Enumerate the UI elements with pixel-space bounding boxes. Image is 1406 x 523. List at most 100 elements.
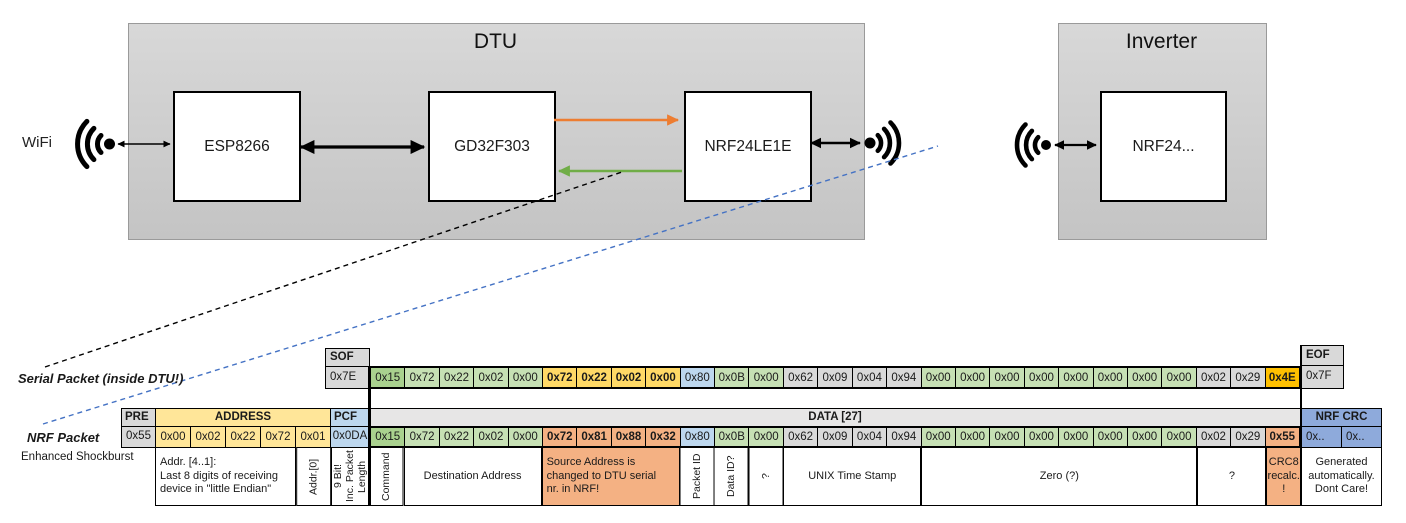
byte-cell: 0x80	[680, 368, 716, 387]
byte-cell: 0x00	[508, 428, 544, 446]
byte-cell: 0x00	[749, 368, 784, 387]
byte-cell: 0x00	[1127, 368, 1163, 387]
byte-cell: 0x62	[783, 368, 819, 387]
chip-inverter-nrf24: NRF24...	[1100, 91, 1227, 202]
byte-cell: 0x29	[1231, 368, 1266, 387]
field-annotation: UNIX Time Stamp	[783, 447, 922, 506]
address-byte-cell: 0x02	[191, 427, 226, 447]
byte-cell: 0x29	[1231, 428, 1266, 446]
pre-value: 0x55	[121, 426, 156, 448]
field-annotation: 9 Bit! Inc. Packet Length	[331, 447, 369, 506]
byte-cell: 0x81	[577, 428, 612, 446]
eof-header: EOF	[1301, 345, 1344, 366]
byte-cell: 0x00	[1024, 368, 1060, 387]
byte-cell: 0x02	[474, 368, 509, 387]
byte-cell: 0x04	[852, 368, 888, 387]
serial-packet-label: Serial Packet (inside DTU!)	[18, 371, 184, 386]
chip-nrf24le1e: NRF24LE1E	[684, 91, 812, 202]
byte-cell: 0x00	[921, 368, 956, 387]
byte-cell: 0x32	[646, 428, 681, 446]
byte-cell: 0x00	[1162, 428, 1197, 446]
byte-cell: 0x72	[543, 428, 578, 446]
byte-cell: 0x72	[543, 368, 578, 387]
sof-value: 0x7E	[325, 366, 370, 389]
crc-byte-cell: 0x..	[1342, 427, 1381, 447]
byte-cell: 0x00	[646, 368, 681, 387]
dtu-title: DTU	[473, 30, 518, 53]
eof-value: 0x7F	[1301, 365, 1344, 389]
chip-gd32f303: GD32F303	[428, 91, 556, 202]
byte-cell: 0x00	[1127, 428, 1163, 446]
byte-cell: 0x02	[1196, 428, 1232, 446]
byte-cell: 0x00	[1162, 368, 1197, 387]
wifi-dot-dtu	[864, 137, 876, 149]
address-byte-cell: 0x72	[261, 427, 296, 447]
pcf-value: 0x0DA	[330, 426, 370, 448]
field-annotation: Generated automatically. Dont Care!	[1301, 447, 1382, 506]
data-header: DATA [27]	[369, 408, 1301, 427]
nrf-crc-row: 0x..0x..	[1301, 426, 1382, 448]
byte-cell: 0x72	[405, 428, 440, 446]
field-annotation: Addr. [4..1]: Last 8 digits of receiving…	[155, 447, 296, 506]
byte-cell: 0x02	[474, 428, 509, 446]
field-annotation: Destination Address	[403, 447, 542, 506]
byte-cell: 0x72	[405, 368, 440, 387]
byte-cell: 0x4E	[1265, 368, 1299, 387]
byte-cell: 0x22	[577, 368, 612, 387]
byte-cell: 0x00	[921, 428, 956, 446]
byte-cell: 0x00	[1093, 368, 1128, 387]
enhanced-shockburst-label: Enhanced Shockburst	[21, 451, 134, 463]
sof-header: SOF	[325, 348, 370, 367]
byte-cell: 0x0B	[715, 428, 750, 446]
field-annotation: ?	[748, 447, 784, 506]
byte-cell: 0x88	[611, 428, 647, 446]
pre-header: PRE	[121, 408, 156, 427]
field-annotation: Packet ID	[679, 447, 715, 506]
field-annotation: Addr.[0]	[295, 447, 331, 506]
field-annotation: Source Address is changed to DTU serial …	[541, 447, 680, 506]
field-annotation: Data ID?	[714, 447, 749, 506]
data-region-right-border	[1299, 345, 1302, 506]
byte-cell: 0x02	[611, 368, 647, 387]
byte-cell: 0x15	[371, 368, 406, 387]
nrf-packet-label: NRF Packet	[27, 430, 100, 445]
byte-cell: 0x62	[783, 428, 819, 446]
inverter-title: Inverter	[1125, 30, 1198, 53]
byte-cell: 0x22	[439, 368, 475, 387]
byte-cell: 0x00	[1059, 428, 1094, 446]
wifi-signal-icon-dtu	[875, 120, 902, 166]
crc-byte-cell: 0x..	[1302, 427, 1342, 447]
byte-cell: 0x00	[1024, 428, 1060, 446]
byte-cell: 0x09	[818, 368, 853, 387]
byte-cell: 0x02	[1196, 368, 1232, 387]
address-header: ADDRESS	[155, 408, 331, 427]
byte-cell: 0x0B	[715, 368, 750, 387]
byte-cell: 0x00	[1059, 368, 1094, 387]
byte-cell: 0x00	[955, 428, 991, 446]
byte-cell: 0x04	[852, 428, 888, 446]
data-region-left-border	[368, 366, 371, 506]
chip-esp8266: ESP8266	[173, 91, 301, 202]
address-byte-cell: 0x00	[156, 427, 191, 447]
byte-cell: 0x22	[439, 428, 475, 446]
byte-cell: 0x80	[680, 428, 716, 446]
byte-cell: 0x00	[508, 368, 544, 387]
byte-cell: 0x15	[371, 428, 406, 446]
field-annotation: ?	[1197, 447, 1267, 506]
byte-cell: 0x00	[990, 368, 1025, 387]
byte-cell: 0x00	[955, 368, 991, 387]
field-annotation: Command	[369, 447, 404, 506]
field-annotation: Zero (?)	[921, 447, 1198, 506]
wifi-dot-left	[104, 138, 115, 150]
field-annotation: CRC8 recalc. !	[1266, 447, 1301, 506]
pcf-header: PCF	[330, 408, 370, 427]
nrf-crc-header: NRF CRC	[1301, 408, 1382, 427]
wifi-dot-inverter	[1041, 140, 1051, 150]
byte-cell: 0x00	[1093, 428, 1128, 446]
byte-cell: 0x00	[990, 428, 1025, 446]
wifi-label: WiFi	[22, 134, 52, 151]
